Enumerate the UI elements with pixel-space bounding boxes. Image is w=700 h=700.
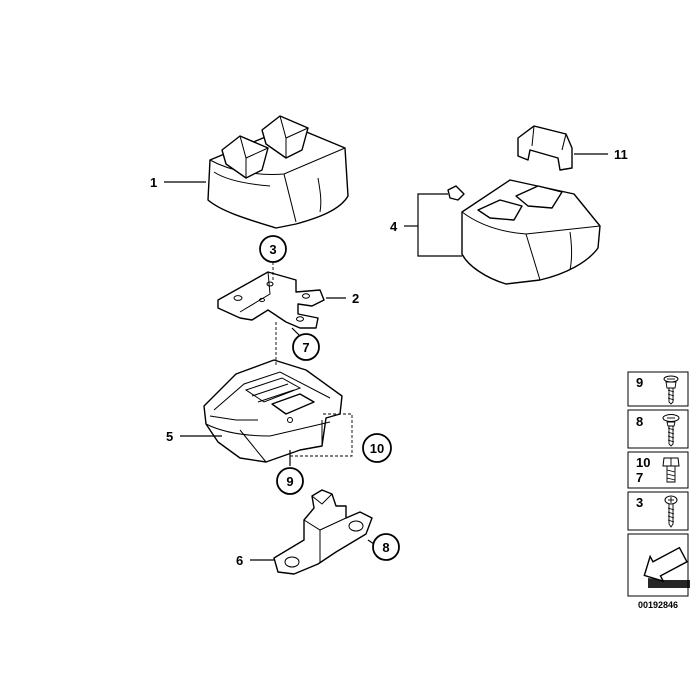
part-4-blank-cover[interactable]	[447, 179, 601, 285]
drawing-number: 00192846	[638, 600, 678, 610]
svg-text:10: 10	[370, 441, 384, 456]
svg-text:9: 9	[636, 375, 643, 390]
svg-text:8: 8	[636, 414, 643, 429]
part-1-switch-housing[interactable]	[207, 115, 349, 229]
hex-bolt-icon	[662, 457, 680, 483]
circled-ref-10: 10	[362, 433, 392, 463]
screw-9-icon	[663, 375, 679, 405]
svg-text:9: 9	[286, 474, 293, 489]
circled-ref-7: 7	[291, 327, 320, 361]
callout-11: 11	[574, 147, 628, 162]
part-2-bracket[interactable]	[217, 271, 325, 329]
callout-4: 4	[390, 193, 462, 257]
callout-2: 2	[326, 291, 359, 306]
legend-row-8[interactable]: 8	[627, 409, 689, 449]
svg-text:7: 7	[636, 470, 643, 485]
svg-text:7: 7	[302, 340, 309, 355]
screw-8-icon	[662, 414, 680, 447]
part-11-cap[interactable]	[517, 125, 573, 171]
svg-text:10: 10	[636, 455, 650, 470]
svg-text:11: 11	[614, 147, 628, 162]
svg-text:3: 3	[269, 242, 276, 257]
part-6-clip-holder[interactable]	[273, 489, 373, 575]
legend-row-arrow[interactable]	[627, 533, 690, 597]
legend-row-3[interactable]: 3	[627, 491, 689, 531]
direction-arrow-icon	[643, 546, 690, 588]
circled-ref-3: 3	[259, 235, 287, 263]
screw-3-icon	[664, 495, 678, 528]
fastener-legend: 9 8 10 7	[627, 371, 690, 610]
svg-text:4: 4	[390, 219, 398, 234]
svg-text:6: 6	[236, 553, 243, 568]
svg-text:1: 1	[150, 175, 157, 190]
svg-text:5: 5	[166, 429, 173, 444]
circled-ref-9: 9	[276, 450, 304, 495]
legend-row-10-7[interactable]: 10 7	[627, 451, 689, 489]
svg-text:8: 8	[382, 540, 389, 555]
circled-ref-8: 8	[367, 533, 400, 561]
part-5-base-frame[interactable]	[203, 359, 343, 463]
svg-text:3: 3	[636, 495, 643, 510]
callout-6: 6	[236, 553, 274, 568]
legend-row-9[interactable]: 9	[627, 371, 689, 407]
alignment-line-10	[290, 413, 353, 457]
callout-1: 1	[150, 175, 206, 190]
svg-text:2: 2	[352, 291, 359, 306]
callout-5: 5	[166, 429, 222, 444]
